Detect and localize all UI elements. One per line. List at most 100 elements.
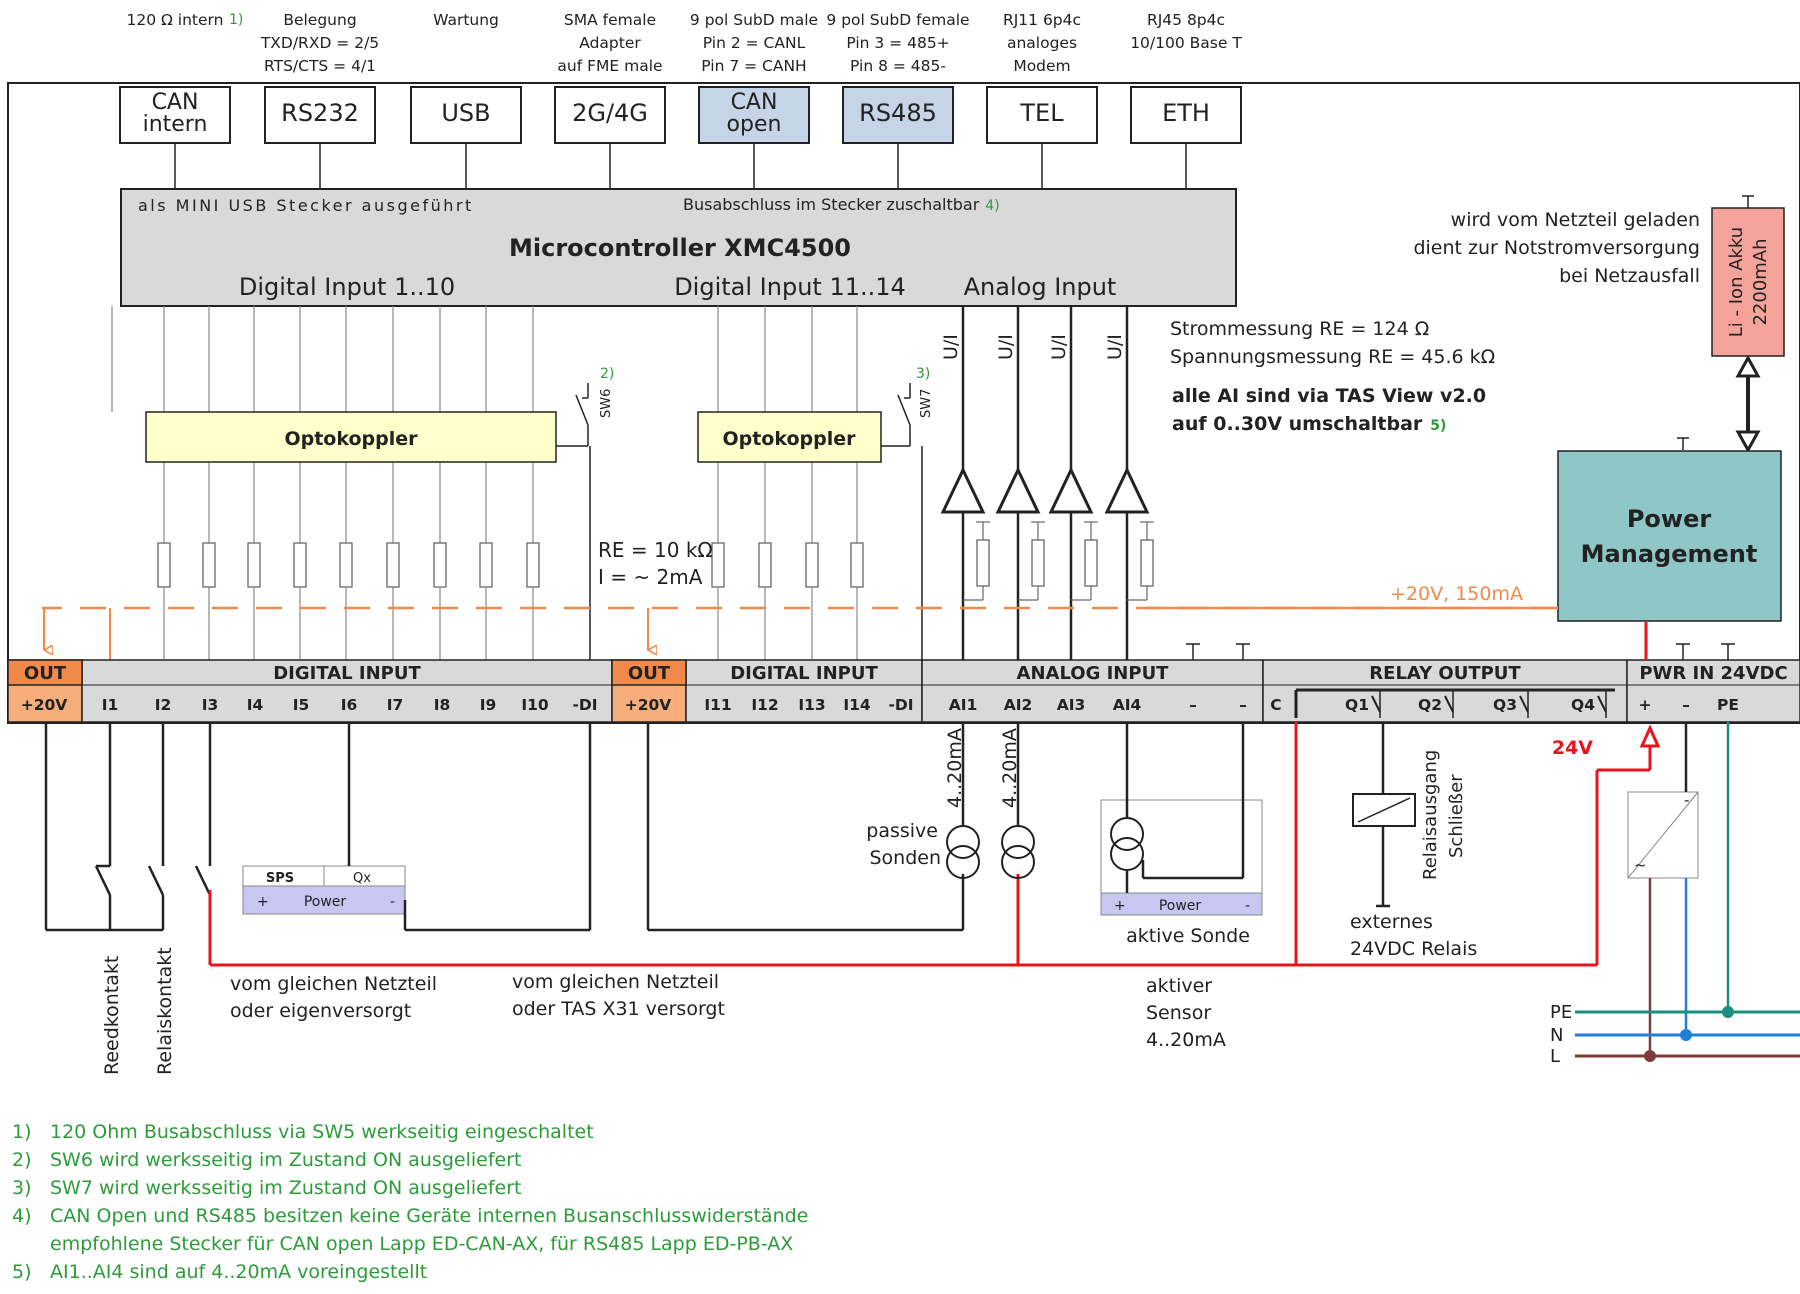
terminal-group-label: DIGITAL INPUT	[730, 663, 878, 684]
re-note-line2: I = ~ 2mA	[598, 565, 703, 589]
ai-buffer-amplifier	[1048, 466, 1094, 514]
footnote-number: 3)	[12, 1177, 32, 1199]
sw7-mark: 3)	[916, 366, 930, 382]
terminal-label: AI4	[1113, 696, 1142, 714]
connector-label-line: Belegung	[283, 11, 356, 29]
terminal-label: AI2	[1004, 696, 1033, 714]
battery-li-ion	[1711, 207, 1785, 357]
input-resistor	[157, 542, 171, 588]
connector-label-line: Pin 2 = CANL	[703, 34, 806, 52]
input-resistor	[711, 542, 725, 588]
connector-box	[410, 86, 522, 144]
relaisausgang-label: Relaisausgang	[1420, 750, 1441, 880]
input-resistor	[247, 542, 261, 588]
strommessung-note: Strommessung RE = 124 Ω	[1170, 318, 1429, 340]
battery-desc-1: wird vom Netzteil geladen	[1451, 209, 1700, 231]
externes-label: externes	[1350, 911, 1433, 933]
wire	[1627, 791, 1699, 879]
connector-label-line: Modem	[1013, 57, 1070, 75]
terminal-label: I1	[102, 696, 119, 714]
terminal-label: –	[1189, 696, 1197, 714]
switch-sw7: SW7 3)	[881, 366, 934, 660]
connector-name: intern	[143, 112, 208, 137]
active-sensor-power	[1100, 892, 1263, 916]
usb-note: als MINI USB Stecker ausgeführt	[138, 196, 474, 215]
netzteil2-line1: vom gleichen Netzteil	[512, 971, 719, 993]
terminal-label: Q4	[1571, 696, 1595, 714]
relaiskontakt-label: Relaiskontakt	[154, 947, 176, 1075]
terminal-group-di2	[685, 659, 923, 723]
reedkontakt-label: Reedkontakt	[101, 956, 123, 1075]
supply-line-20v	[42, 606, 1558, 660]
terminal-label: Q1	[1345, 696, 1369, 714]
terminal-label: I6	[341, 696, 358, 714]
wire	[1357, 797, 1411, 823]
footnote-text: AI1..AI4 sind auf 4..20mA voreingestellt	[50, 1261, 427, 1283]
ai-buffer-amplifier	[995, 466, 1041, 514]
connector-box	[842, 86, 954, 144]
out1-header-label: OUT	[24, 663, 67, 684]
terminal-label: I9	[480, 696, 497, 714]
input-resistor	[758, 542, 772, 588]
out2-header	[611, 659, 687, 686]
supply-arrow	[1639, 724, 1661, 748]
terminal-label: PE	[1717, 696, 1739, 714]
battery-description: wird vom Netzteil geladen dient zur Nots…	[1413, 209, 1700, 287]
relay-contact-switch	[1597, 695, 1607, 713]
connector-name: RS232	[281, 99, 359, 127]
sps-power-box	[242, 885, 406, 915]
terminal-group-label: DIGITAL INPUT	[273, 663, 421, 684]
active-power-label: Power	[1159, 898, 1202, 914]
digital-input-1-10-label: Digital Input 1..10	[239, 273, 455, 301]
out2-header-label: OUT	[628, 663, 671, 684]
terminal-label: I11	[704, 696, 731, 714]
connector-name: TEL	[1019, 99, 1064, 127]
input-resistor	[386, 542, 400, 588]
relay-contact-switch	[1519, 695, 1529, 713]
sw6-mark: 2)	[600, 366, 614, 382]
power-management-label-2: Management	[1581, 540, 1758, 568]
connector-name: CAN	[731, 90, 778, 115]
sps-plus: +	[257, 894, 269, 910]
battery-label-1: Li - Ion Akku	[1726, 227, 1747, 337]
ai-shunt-resistor	[1084, 539, 1098, 587]
netzteil2-line2: oder TAS X31 versorgt	[512, 998, 725, 1020]
netzteil1-line2: oder eigenversorgt	[230, 1000, 411, 1022]
ai-buffer-amplifier	[940, 466, 986, 514]
optokoppler-1	[145, 411, 557, 463]
terminal-label: I12	[751, 696, 778, 714]
footnote-number: 5)	[12, 1261, 32, 1283]
terminal-group-label: ANALOG INPUT	[1017, 663, 1170, 684]
connector-label-line: 9 pol SubD male	[690, 11, 818, 29]
connector-name: USB	[441, 99, 490, 127]
out1-header	[7, 659, 83, 686]
footnote-number: 2)	[12, 1149, 32, 1171]
connector-label-line: RJ45 8p4c	[1147, 11, 1225, 29]
pe-label: PE	[1550, 1002, 1572, 1023]
terminal-label: I3	[202, 696, 219, 714]
terminal-label: AI1	[949, 696, 978, 714]
digital-input-11-14-label: Digital Input 11..14	[674, 273, 906, 301]
connector-box	[1130, 86, 1242, 144]
footnote-text: CAN Open und RS485 besitzen keine Geräte…	[50, 1205, 808, 1227]
terminal-label: +20V	[625, 696, 672, 714]
sw6-label: SW6	[599, 389, 614, 418]
connector-label-line: 120 Ω intern	[127, 11, 224, 29]
pe-junction	[1722, 1006, 1734, 1018]
n-label: N	[1550, 1025, 1563, 1046]
24v-label: 24V	[1552, 737, 1593, 759]
connector-label-line: 10/100 Base T	[1130, 34, 1242, 52]
connector-box	[698, 86, 810, 144]
footnotes: 1)120 Ohm Busabschluss via SW5 werkseiti…	[12, 1121, 808, 1283]
24vdc-relais-label: 24VDC Relais	[1350, 938, 1477, 960]
aktiver-label-1: aktiver	[1146, 975, 1212, 997]
passive-label-2: Sonden	[869, 847, 941, 869]
ai-shunt-resistor	[1031, 539, 1045, 587]
terminal-label: +20V	[21, 696, 68, 714]
sw7-label: SW7	[919, 389, 934, 418]
ai-shunt-resistor	[1140, 539, 1154, 587]
connector-label-mark: 1)	[229, 12, 243, 28]
